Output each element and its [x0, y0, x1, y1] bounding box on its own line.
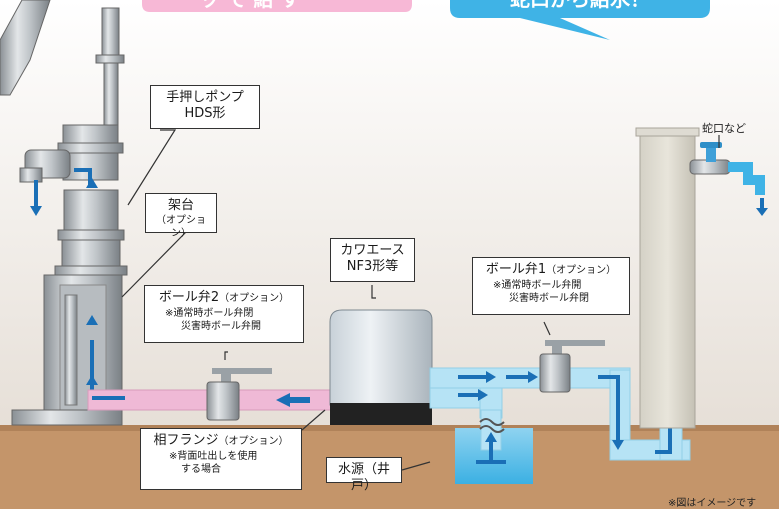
- ball-valve-1-option: （オプション）: [546, 265, 617, 276]
- right-arrow-icon: [528, 371, 538, 383]
- ball-valve-2-note2: 災害時ボール弁開: [181, 321, 261, 332]
- flange-label: 相フランジ（オプション） ※背面吐出しを使用 する場合: [140, 428, 302, 490]
- disclaimer-text: ※図はイメージです: [668, 498, 757, 509]
- flange-option: （オプション）: [218, 436, 289, 447]
- ball-valve-2-title: ボール弁2: [158, 290, 220, 305]
- ball-valve-1-title: ボール弁1: [485, 262, 547, 277]
- ball-valve-1-label: ボール弁1（オプション） ※通常時ボール弁開 災害時ボール弁閉: [472, 257, 630, 315]
- ball-valve-2-option: （オプション）: [219, 293, 290, 304]
- down-arrow-icon: [756, 208, 768, 216]
- water-source-label: 水源（井戸）: [326, 457, 402, 493]
- pump-head-corner: [0, 0, 51, 96]
- ball-valve-1-note1: ※通常時ボール弁開: [493, 280, 582, 291]
- stand-label-line1: 架台: [167, 198, 194, 213]
- right-arrow-icon: [478, 389, 488, 401]
- left-arrow-icon: [276, 393, 290, 407]
- faucet: [689, 142, 765, 195]
- stand-label: 架台 （オプション）: [145, 193, 217, 239]
- right-banner-text: 蛇口から給水！: [510, 0, 650, 11]
- ball-valve-1-note2: 災害時ボール弁閉: [509, 293, 589, 304]
- ball-valve-2: [206, 368, 272, 421]
- water-source-text: 水源（井戸）: [337, 462, 390, 493]
- kawaace-label-line2: NF3形等: [346, 259, 399, 274]
- flange-title: 相フランジ: [153, 433, 219, 448]
- ball-valve-1: [539, 340, 605, 393]
- left-banner: [142, 0, 412, 12]
- stand-label-line2: （オプション）: [156, 215, 206, 239]
- left-banner-text: ッ で 給 す: [200, 0, 301, 11]
- up-arrow-icon: [86, 178, 98, 188]
- up-arrow-icon: [86, 315, 98, 325]
- ball-valve-2-note1: ※通常時ボール弁閉: [165, 308, 254, 319]
- flange-note2: する場合: [181, 464, 221, 475]
- kawaace-label: カワエース NF3形等: [330, 238, 415, 282]
- ball-valve-2-label: ボール弁2（オプション） ※通常時ボール弁閉 災害時ボール弁開: [144, 285, 304, 343]
- faucet-post: [639, 131, 696, 429]
- pump-label-line1: 手押しポンプ: [166, 90, 244, 105]
- pump-label: 手押しポンプ HDS形: [150, 85, 260, 129]
- down-arrow-icon: [30, 206, 42, 216]
- up-arrow-icon: [485, 432, 497, 442]
- right-banner: [450, 0, 710, 40]
- flange-note1: ※背面吐出しを使用: [169, 451, 258, 462]
- pump-label-line2: HDS形: [184, 106, 226, 121]
- down-arrow-icon: [612, 440, 624, 450]
- faucet-label: 蛇口など: [702, 122, 746, 135]
- up-arrow-icon: [86, 375, 98, 385]
- pipe-break-icon: [479, 418, 505, 426]
- kawaace-label-line1: カワエース: [340, 243, 405, 258]
- right-arrow-icon: [486, 371, 496, 383]
- kawaace-unit: [329, 309, 433, 425]
